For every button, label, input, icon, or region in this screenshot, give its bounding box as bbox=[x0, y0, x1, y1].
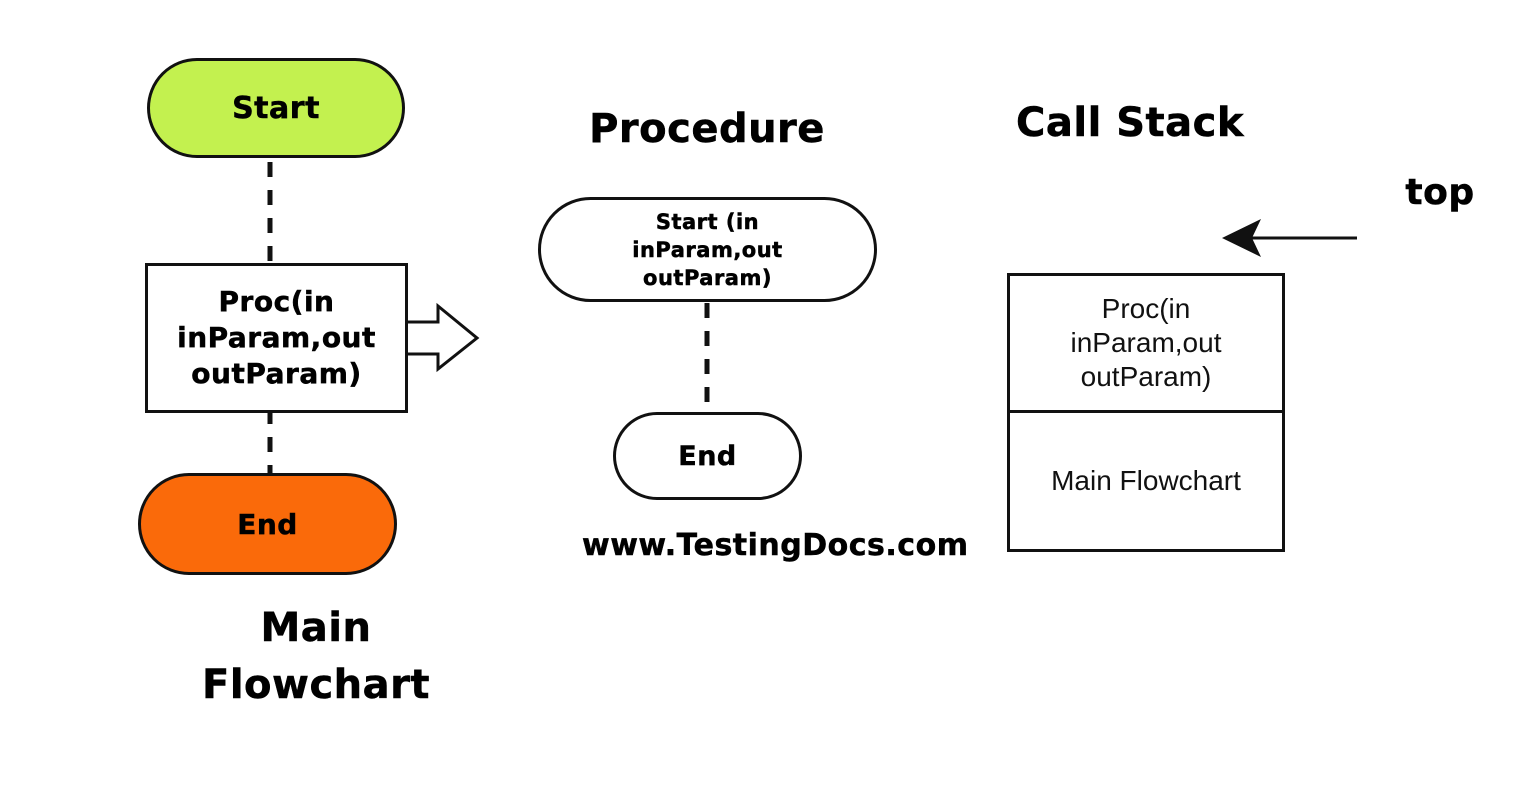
main-proc-node: Proc(in inParam,out outParam) bbox=[145, 263, 408, 413]
watermark-text: www.TestingDocs.com bbox=[582, 528, 969, 564]
main-end-node: End bbox=[138, 473, 397, 575]
procedure-end-label: End bbox=[678, 440, 737, 472]
stack-frame-line: Main Flowchart bbox=[1051, 465, 1241, 496]
procedure-end-node: End bbox=[613, 412, 802, 500]
main-start-node: Start bbox=[147, 58, 405, 158]
stack-top-label: top bbox=[1405, 172, 1475, 214]
arrow-left-icon bbox=[1222, 219, 1261, 257]
main-caption-line: Main bbox=[260, 605, 372, 652]
stack-frame-proc: Proc(in inParam,out outParam) bbox=[1010, 276, 1282, 413]
procedure-start-line: Start (in bbox=[655, 209, 760, 234]
stack-frame-line: outParam) bbox=[1080, 361, 1212, 392]
stack-frame-main: Main Flowchart bbox=[1010, 413, 1282, 549]
block-arrow-right-icon bbox=[408, 302, 480, 373]
main-proc-line: inParam,out bbox=[177, 321, 376, 355]
main-end-label: End bbox=[237, 507, 298, 541]
procedure-start-node: Start (in inParam,out outParam) bbox=[538, 197, 877, 302]
main-start-label: Start bbox=[232, 90, 320, 126]
main-flowchart-caption: Main Flowchart bbox=[166, 600, 466, 714]
procedure-start-line: outParam) bbox=[643, 265, 772, 290]
call-stack-table: Proc(in inParam,out outParam) Main Flowc… bbox=[1007, 273, 1285, 552]
procedure-title: Procedure bbox=[589, 106, 825, 153]
main-proc-line: outParam) bbox=[191, 357, 362, 391]
main-proc-line: Proc(in bbox=[218, 285, 335, 319]
stack-frame-line: inParam,out bbox=[1070, 327, 1222, 358]
stack-frame-line: Proc(in bbox=[1101, 293, 1191, 324]
main-caption-line: Flowchart bbox=[202, 662, 430, 709]
call-stack-title: Call Stack bbox=[1016, 100, 1244, 147]
procedure-start-line: inParam,out bbox=[632, 237, 783, 262]
